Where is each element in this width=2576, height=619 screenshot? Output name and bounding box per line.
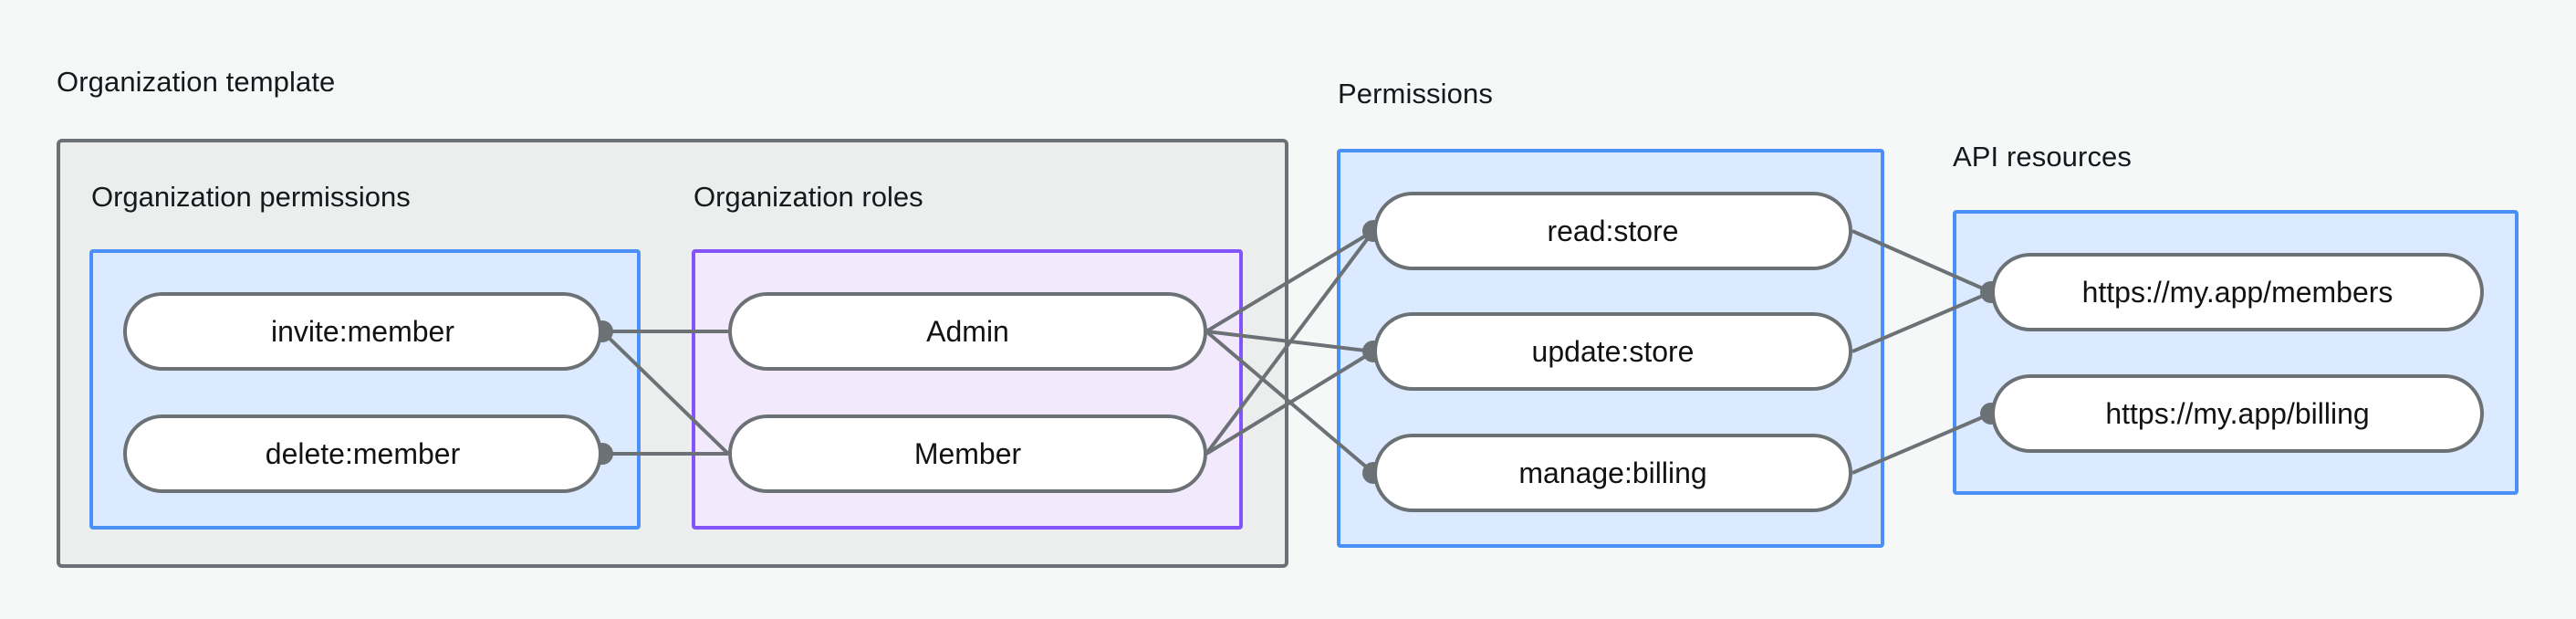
node-api-resource-billing[interactable]: https://my.app/billing [1991, 374, 2484, 453]
node-invite-member[interactable]: invite:member [123, 292, 602, 371]
node-api-resource-members[interactable]: https://my.app/members [1991, 253, 2484, 331]
node-delete-member[interactable]: delete:member [123, 414, 602, 493]
node-update-store[interactable]: update:store [1373, 312, 1852, 391]
permissions-label: Permissions [1338, 78, 1493, 110]
api-resources-label: API resources [1953, 141, 2132, 173]
organization-roles-label: Organization roles [694, 181, 923, 213]
node-member[interactable]: Member [728, 414, 1207, 493]
node-admin[interactable]: Admin [728, 292, 1207, 371]
node-read-store[interactable]: read:store [1373, 192, 1852, 270]
organization-template-label: Organization template [57, 66, 336, 98]
organization-permissions-label: Organization permissions [91, 181, 411, 213]
node-manage-billing[interactable]: manage:billing [1373, 434, 1852, 512]
